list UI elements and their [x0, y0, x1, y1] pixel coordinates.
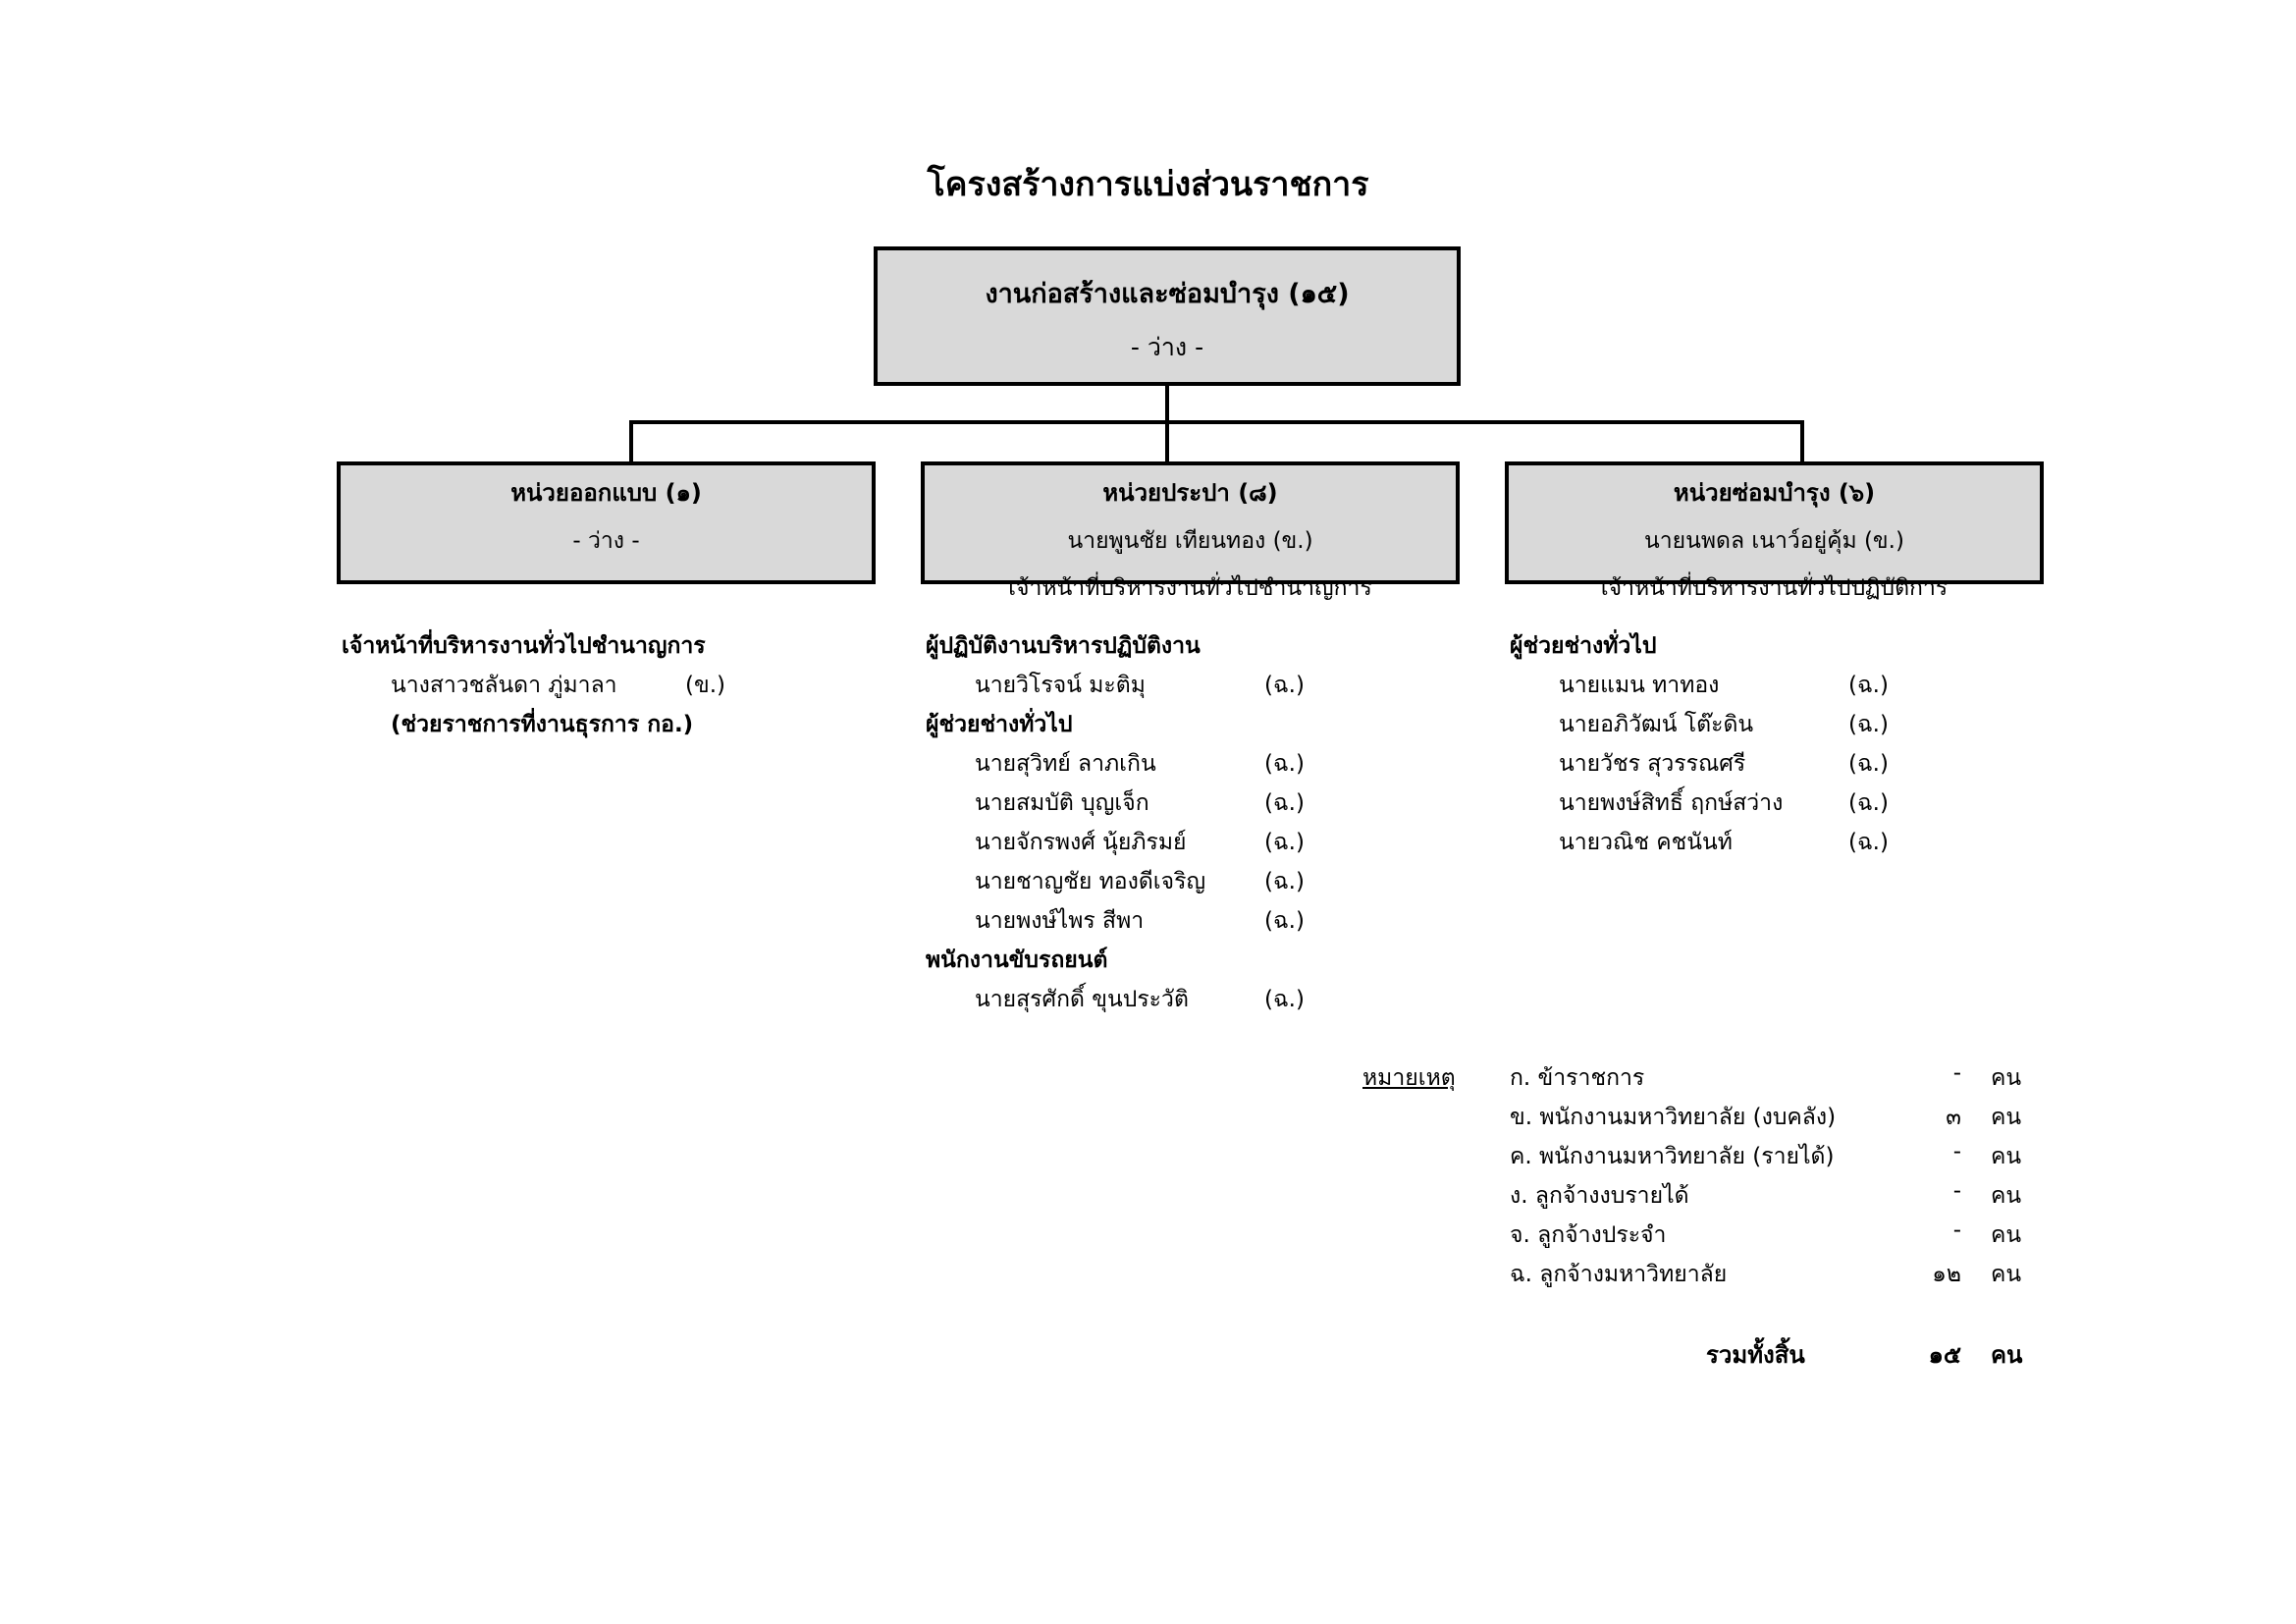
- page-title: โครงสร้างการแบ่งส่วนราชการ: [927, 165, 1369, 204]
- staff-code: (ฉ.): [1848, 790, 1889, 816]
- unit-name: หน่วยซ่อมบำรุง (๖): [1673, 479, 1876, 507]
- unit-head: นายนพดล เนาว์อยู่คุ้ม (ข.): [1644, 528, 1904, 554]
- connector-right-vertical: [1800, 420, 1804, 461]
- staff-code: (ฉ.): [1264, 830, 1305, 855]
- summary-item-count: ๓: [1946, 1105, 1961, 1130]
- staff-name: นายแมน ทาทอง: [1559, 673, 1720, 698]
- summary-total-unit: คน: [1991, 1341, 2023, 1369]
- summary-item-count: -: [1952, 1218, 1961, 1243]
- staff-name: นางสาวชลันดา ภู่มาลา: [391, 673, 617, 698]
- summary-total-label: รวมทั้งสิ้น: [1706, 1341, 1805, 1369]
- staff-code: (ฉ.): [1848, 673, 1889, 698]
- staff-code: (ฉ.): [1264, 987, 1305, 1012]
- staff-name: นายสุวิทย์ ลาภเกิน: [975, 751, 1156, 777]
- unit-head: - ว่าง -: [572, 528, 640, 554]
- staff-name: นายวัชร สุวรรณศรี: [1559, 751, 1746, 777]
- staff-code: (ข.): [685, 673, 725, 698]
- unit-head-position: เจ้าหน้าที่บริหารงานทั่วไปชำนาญการ: [1008, 575, 1372, 601]
- staff-name: นายวิโรจน์ มะติมุ: [975, 673, 1146, 698]
- staff-name: นายชาญชัย ทองดีเจริญ: [975, 869, 1206, 894]
- staff-group-title: ผู้ช่วยช่างทั่วไป: [926, 712, 1073, 737]
- staff-group-title: ผู้ปฏิบัติงานบริหารปฏิบัติงาน: [926, 633, 1201, 659]
- remark-label: หมายเหตุ: [1362, 1065, 1456, 1091]
- unit-name: หน่วยออกแบบ (๑): [510, 479, 702, 507]
- staff-code: (ฉ.): [1264, 869, 1305, 894]
- staff-name: นายสุรศักดิ์ ขุนประวัติ: [975, 987, 1189, 1012]
- summary-item-label: ค. พนักงานมหาวิทยาลัย (รายได้): [1510, 1144, 1835, 1169]
- top-unit-head: - ว่าง -: [1130, 333, 1204, 361]
- unit-box-design: หน่วยออกแบบ (๑) - ว่าง -: [337, 461, 876, 584]
- summary-item-count: -: [1952, 1139, 1961, 1164]
- staff-name: นายพงษ์สิทธิ์ ฤกษ์สว่าง: [1559, 790, 1784, 816]
- staff-code: (ฉ.): [1848, 712, 1889, 737]
- connector-left-vertical: [629, 420, 633, 461]
- summary-item-unit: คน: [1991, 1222, 2022, 1248]
- staff-name: นายจักรพงศ์ นุ้ยภิรมย์: [975, 830, 1187, 855]
- summary-item-count: -: [1952, 1178, 1961, 1204]
- unit-head-position: เจ้าหน้าที่บริหารงานทั่วไปปฏิบัติการ: [1600, 575, 1949, 601]
- summary-total-count: ๑๕: [1928, 1341, 1961, 1369]
- staff-name: นายพงษ์ไพร สีพา: [975, 908, 1145, 934]
- staff-name: นายสมบัติ บุญเจ็ก: [975, 790, 1149, 816]
- staff-name: นายวณิช คชนันท์: [1559, 830, 1733, 855]
- unit-head: นายพูนชัย เทียนทอง (ข.): [1067, 528, 1313, 554]
- top-unit-box: งานก่อสร้างและซ่อมบำรุง (๑๕) - ว่าง -: [874, 246, 1461, 386]
- staff-code: (ฉ.): [1264, 790, 1305, 816]
- staff-group-title: ผู้ช่วยช่างทั่วไป: [1510, 633, 1657, 659]
- summary-item-unit: คน: [1991, 1262, 2022, 1287]
- staff-code: (ฉ.): [1264, 908, 1305, 934]
- summary-item-label: ฉ. ลูกจ้างมหาวิทยาลัย: [1510, 1262, 1728, 1287]
- staff-group-title: พนักงานขับรถยนต์: [926, 947, 1108, 973]
- staff-code: (ฉ.): [1264, 751, 1305, 777]
- unit-box-repair: หน่วยซ่อมบำรุง (๖) นายนพดล เนาว์อยู่คุ้ม…: [1505, 461, 2044, 601]
- summary-item-unit: คน: [1991, 1183, 2022, 1209]
- summary-item-label: ง. ลูกจ้างงบรายได้: [1510, 1183, 1689, 1209]
- staff-code: (ฉ.): [1848, 751, 1889, 777]
- staff-note: (ช่วยราชการที่งานธุรการ กอ.): [391, 712, 694, 737]
- summary-item-label: จ. ลูกจ้างประจำ: [1510, 1222, 1667, 1248]
- connector-horizontal: [629, 420, 1804, 424]
- summary-item-label: ก. ข้าราชการ: [1510, 1065, 1645, 1091]
- unit-name: หน่วยประปา (๘): [1102, 479, 1278, 507]
- staff-code: (ฉ.): [1848, 830, 1889, 855]
- staff-code: (ฉ.): [1264, 673, 1305, 698]
- summary-item-label: ข. พนักงานมหาวิทยาลัย (งบคลัง): [1510, 1105, 1837, 1130]
- staff-group-title: เจ้าหน้าที่บริหารงานทั่วไปชำนาญการ: [342, 633, 706, 659]
- top-unit-name: งานก่อสร้างและซ่อมบำรุง (๑๕): [985, 279, 1350, 309]
- staff-name: นายอภิวัฒน์ โต๊ะดิน: [1559, 712, 1754, 737]
- summary-item-count: -: [1952, 1060, 1961, 1086]
- summary-item-count: ๑๒: [1932, 1262, 1961, 1287]
- summary-item-unit: คน: [1991, 1105, 2022, 1130]
- summary-item-unit: คน: [1991, 1065, 2022, 1091]
- unit-box-water: หน่วยประปา (๘) นายพูนชัย เทียนทอง (ข.) เ…: [921, 461, 1460, 601]
- summary-item-unit: คน: [1991, 1144, 2022, 1169]
